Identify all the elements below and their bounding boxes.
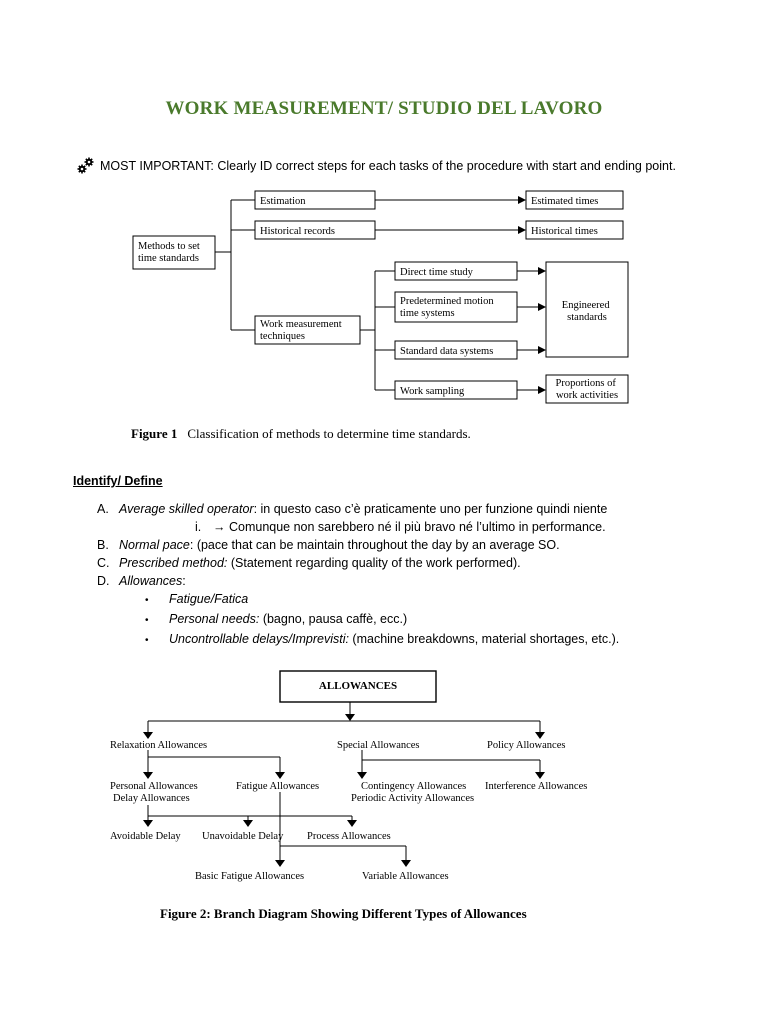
figure-2-diagram: ALLOWANCES Relaxation Allowances Special…: [110, 670, 587, 882]
list-marker: A.: [97, 502, 109, 516]
list-item-a: A. Average skilled operator: in questo ca…: [97, 500, 619, 518]
fig1-proportions: Proportions of work activities: [556, 378, 619, 401]
list-marker: i.: [195, 520, 202, 534]
fig1-wm-line1: Work measurement: [260, 319, 342, 330]
fig2-special: Special Allowances: [337, 740, 420, 751]
item-b-text: : (pace that can be maintain throughout …: [189, 538, 560, 552]
bullet-term: Personal needs:: [169, 612, 260, 626]
gears-icon: [77, 157, 94, 174]
bullet-text: (machine breakdowns, material shortages,…: [348, 632, 620, 646]
fig1-root: Methods to set time standards: [138, 241, 202, 264]
list-item-a-sub: i. → Comunque non sarebbero né il più bra…: [97, 518, 619, 536]
definitions-list: A. Average skilled operator: in questo ca…: [97, 500, 619, 650]
item-d-text: :: [182, 574, 186, 588]
item-a-text: : in questo caso c’è praticamente uno pe…: [253, 502, 608, 516]
list-marker: B.: [97, 538, 109, 552]
fig2-personal: Personal Allowances: [110, 781, 198, 792]
fig1-pred-line1: Predetermined motion: [400, 296, 494, 307]
note-text: MOST IMPORTANT: Clearly ID correct steps…: [100, 159, 676, 173]
fig1-engineered: Engineered standards: [562, 300, 612, 323]
fig2-fatigue: Fatigue Allowances: [236, 781, 319, 792]
list-marker: D.: [97, 574, 110, 588]
fig1-eng-line1: Engineered: [562, 300, 611, 311]
fig1-historical-records: Historical records: [260, 226, 335, 237]
term-average-skilled-operator: Average skilled operator: [119, 502, 254, 516]
fig1-wm-line2: techniques: [260, 331, 305, 342]
fig1-work-sampling: Work sampling: [400, 386, 465, 397]
figure-1-label: Figure 1: [131, 426, 178, 441]
list-item-b: B. Normal pace: (pace that can be maintai…: [97, 536, 619, 554]
bullet-text: (bagno, pausa caffè, ecc.): [259, 612, 408, 626]
fig1-prop-line1: Proportions of: [556, 378, 617, 389]
important-note: MOST IMPORTANT: Clearly ID correct steps…: [76, 156, 676, 176]
fig2-basic-fatigue: Basic Fatigue Allowances: [195, 871, 304, 882]
bullet-marker: •: [145, 615, 149, 626]
figure-2-caption: Figure 2: Branch Diagram Showing Differe…: [160, 906, 527, 921]
fig2-interference: Interference Allowances: [485, 781, 587, 792]
figure-1-caption: Figure 1 Classification of methods to det…: [131, 426, 471, 442]
document-title: WORK MEASUREMENT/ STUDIO DEL LAVORO: [165, 98, 603, 119]
fig1-root-line1: Methods to set: [138, 241, 200, 252]
fig1-eng-line2: standards: [567, 312, 607, 323]
fig2-allowances: ALLOWANCES: [319, 680, 397, 692]
fig2-avoidable: Avoidable Delay: [110, 831, 181, 842]
fig1-historical-times: Historical times: [531, 226, 598, 237]
bullet-item: • Personal needs: (bagno, pausa caffè, ec…: [97, 610, 619, 630]
bullet-term: Uncontrollable delays/Imprevisti:: [169, 632, 349, 646]
item-a-sub-text: → Comunque non sarebbero né il più bravo…: [213, 520, 606, 534]
fig1-prop-line2: work activities: [556, 390, 618, 401]
fig2-delay: Delay Allowances: [113, 793, 190, 804]
term-normal-pace: Normal pace: [119, 538, 190, 552]
fig1-estimated-times: Estimated times: [531, 196, 598, 207]
fig1-predetermined: Predetermined motion time systems: [400, 296, 496, 319]
list-item-d: D. Allowances:: [97, 572, 619, 590]
fig1-root-line2: time standards: [138, 253, 199, 264]
bullet-item: • Fatigue/Fatica: [97, 590, 619, 610]
term-allowances: Allowances: [119, 574, 183, 588]
fig2-contingency: Contingency Allowances: [361, 781, 466, 792]
section-heading: Identify/ Define: [73, 474, 163, 488]
fig2-unavoidable: Unavoidable Delay: [202, 831, 284, 842]
bullet-marker: •: [145, 635, 149, 646]
fig1-standard-data: Standard data systems: [400, 346, 493, 357]
fig2-periodic: Periodic Activity Allowances: [351, 793, 474, 804]
list-item-c: C. Prescribed method: (Statement regardin…: [97, 554, 619, 572]
fig2-process: Process Allowances: [307, 831, 391, 842]
figure-1-diagram: Methods to set time standards Estimation…: [132, 190, 629, 404]
bullet-marker: •: [145, 595, 149, 606]
figure-1-caption-text: Classification of methods to determine t…: [187, 426, 471, 441]
bullet-term: Fatigue/Fatica: [169, 592, 249, 606]
fig1-work-measurement: Work measurement techniques: [260, 319, 344, 342]
fig2-policy: Policy Allowances: [487, 740, 565, 751]
item-c-text: (Statement regarding quality of the work…: [227, 556, 521, 570]
list-marker: C.: [97, 556, 110, 570]
term-prescribed-method: Prescribed method:: [119, 556, 228, 570]
fig1-pred-line2: time systems: [400, 308, 455, 319]
fig2-variable: Variable Allowances: [362, 871, 449, 882]
fig1-direct-time-study: Direct time study: [400, 267, 474, 278]
fig2-relaxation: Relaxation Allowances: [110, 740, 207, 751]
fig1-estimation: Estimation: [260, 196, 306, 207]
bullet-item: • Uncontrollable delays/Imprevisti: (mach…: [97, 630, 619, 650]
